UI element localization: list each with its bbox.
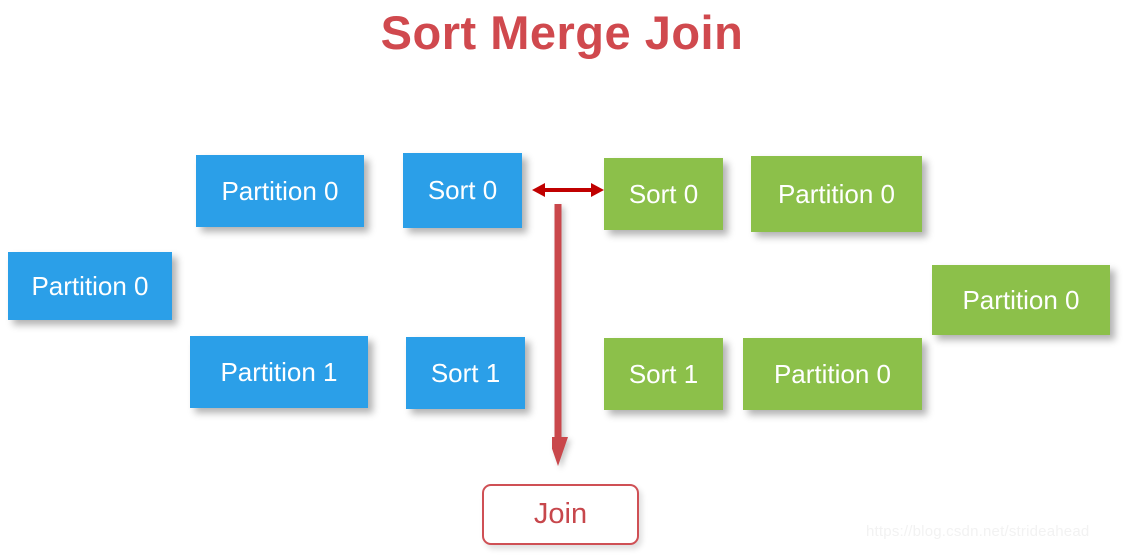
- right-sort-1-box: Sort 1: [604, 338, 723, 410]
- left-sort-1-box: Sort 1: [406, 337, 525, 409]
- left-sort-0-box: Sort 0: [403, 153, 522, 228]
- box-label: Partition 1: [220, 356, 338, 387]
- box-label: Partition 0: [773, 358, 892, 389]
- box-label: Sort 1: [430, 357, 501, 388]
- join-box: Join: [482, 484, 639, 545]
- box-label: Partition 0: [221, 175, 339, 206]
- right-sort-0-box: Sort 0: [604, 158, 723, 230]
- right-source-partition-box: Partition 0: [932, 265, 1110, 335]
- double-headed-horizontal-arrow-icon: [532, 183, 604, 197]
- page-title: Sort Merge Join: [380, 6, 744, 59]
- left-source-partition-box: Partition 0: [8, 252, 172, 320]
- watermark: https://blog.csdn.net/strideahead: [866, 523, 1090, 540]
- left-partition-1-box: Partition 1: [190, 336, 368, 408]
- right-partition-0-top-box: Partition 0: [751, 156, 922, 232]
- left-partition-0-box: Partition 0: [196, 155, 364, 227]
- join-label: Join: [533, 498, 588, 530]
- box-label: Partition 0: [31, 270, 149, 301]
- box-label: Partition 0: [962, 284, 1080, 315]
- down-arrow-icon: [552, 204, 568, 466]
- box-label: Sort 1: [628, 358, 699, 389]
- box-label: Sort 0: [628, 178, 699, 209]
- box-label: Sort 0: [427, 175, 498, 205]
- box-label: Partition 0: [777, 178, 896, 209]
- right-partition-0-bottom-box: Partition 0: [743, 338, 922, 410]
